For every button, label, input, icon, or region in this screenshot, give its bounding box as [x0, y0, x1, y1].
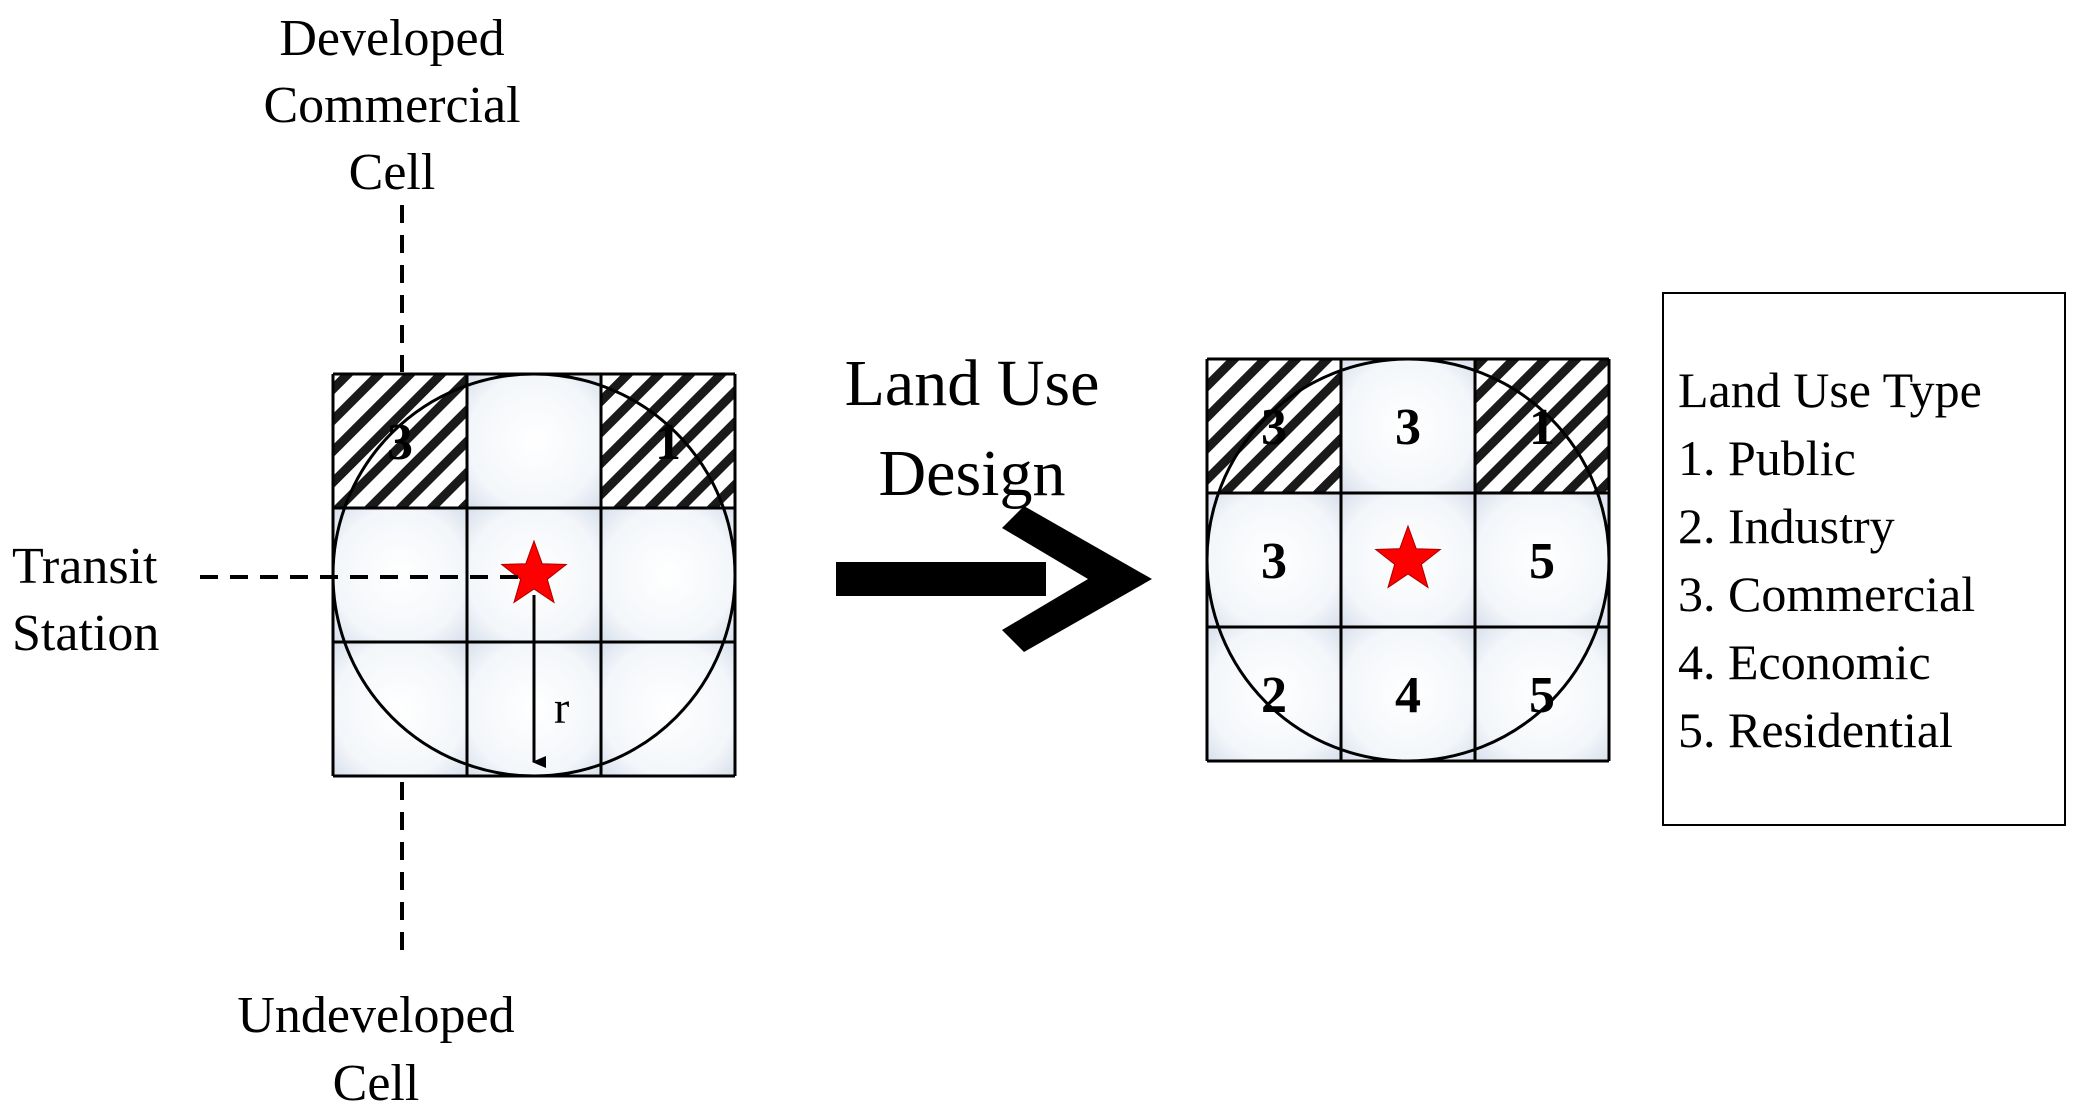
after-cell-label: 4	[1395, 667, 1421, 724]
land-use-design-title: Land Use Design	[845, 347, 1100, 510]
after-cell-label: 2	[1261, 667, 1287, 724]
before-cell-r1c2	[601, 508, 735, 642]
transit-station-line-1: Transit	[12, 538, 158, 595]
legend-item-industry: 2. Industry	[1678, 498, 1895, 554]
after-cell-label: 5	[1529, 667, 1555, 724]
developed-cell-line-3: Cell	[349, 144, 436, 201]
after-cell-r0c1	[1341, 359, 1475, 493]
legend-item-residential: 5. Residential	[1678, 702, 1953, 758]
radius-label: r	[554, 682, 569, 733]
undeveloped-cell-label: Undeveloped Cell	[237, 987, 514, 1112]
design-arrow	[836, 506, 1152, 652]
after-cell-label: 5	[1529, 533, 1555, 590]
after-cell-label: 3	[1395, 399, 1421, 456]
developed-cell-label: Developed Commercial Cell	[263, 10, 520, 201]
after-cell-r1c0	[1207, 493, 1341, 627]
design-title-line-1: Land Use	[845, 347, 1100, 420]
before-cell-r0c1	[467, 374, 601, 508]
developed-cell-line-2: Commercial	[263, 77, 520, 134]
after-cell-r1c2	[1475, 493, 1609, 627]
after-grid: 3 3 1 3 5 2 4 5	[1205, 357, 1611, 763]
legend: Land Use Type 1. Public 2. Industry 3. C…	[1662, 292, 2066, 826]
legend-item-commercial: 3. Commercial	[1678, 566, 1975, 622]
after-cell-label: 1	[1529, 399, 1555, 456]
after-cell-r2c1	[1341, 627, 1475, 761]
before-grid: 3 1 r	[331, 372, 737, 778]
transit-station-line-2: Station	[12, 605, 159, 662]
developed-cell-line-1: Developed	[279, 10, 504, 67]
legend-item-economic: 4. Economic	[1678, 634, 1931, 690]
after-cell-label: 3	[1261, 533, 1287, 590]
design-title-line-2: Design	[879, 437, 1066, 510]
after-coverage-circle	[1205, 357, 1611, 763]
legend-box	[1662, 292, 2066, 826]
undeveloped-cell-line-2: Cell	[333, 1055, 420, 1112]
transit-station-label: Transit Station	[12, 538, 159, 662]
before-cell-label: 3	[387, 414, 413, 471]
before-transit-station-star-icon	[500, 539, 568, 604]
after-cell-label: 3	[1261, 399, 1287, 456]
before-cell-label: 1	[655, 414, 681, 471]
legend-item-public: 1. Public	[1678, 430, 1856, 486]
undeveloped-cell-line-1: Undeveloped	[237, 987, 514, 1044]
after-transit-station-star-icon	[1374, 524, 1442, 589]
legend-title: Land Use Type	[1678, 362, 1982, 418]
